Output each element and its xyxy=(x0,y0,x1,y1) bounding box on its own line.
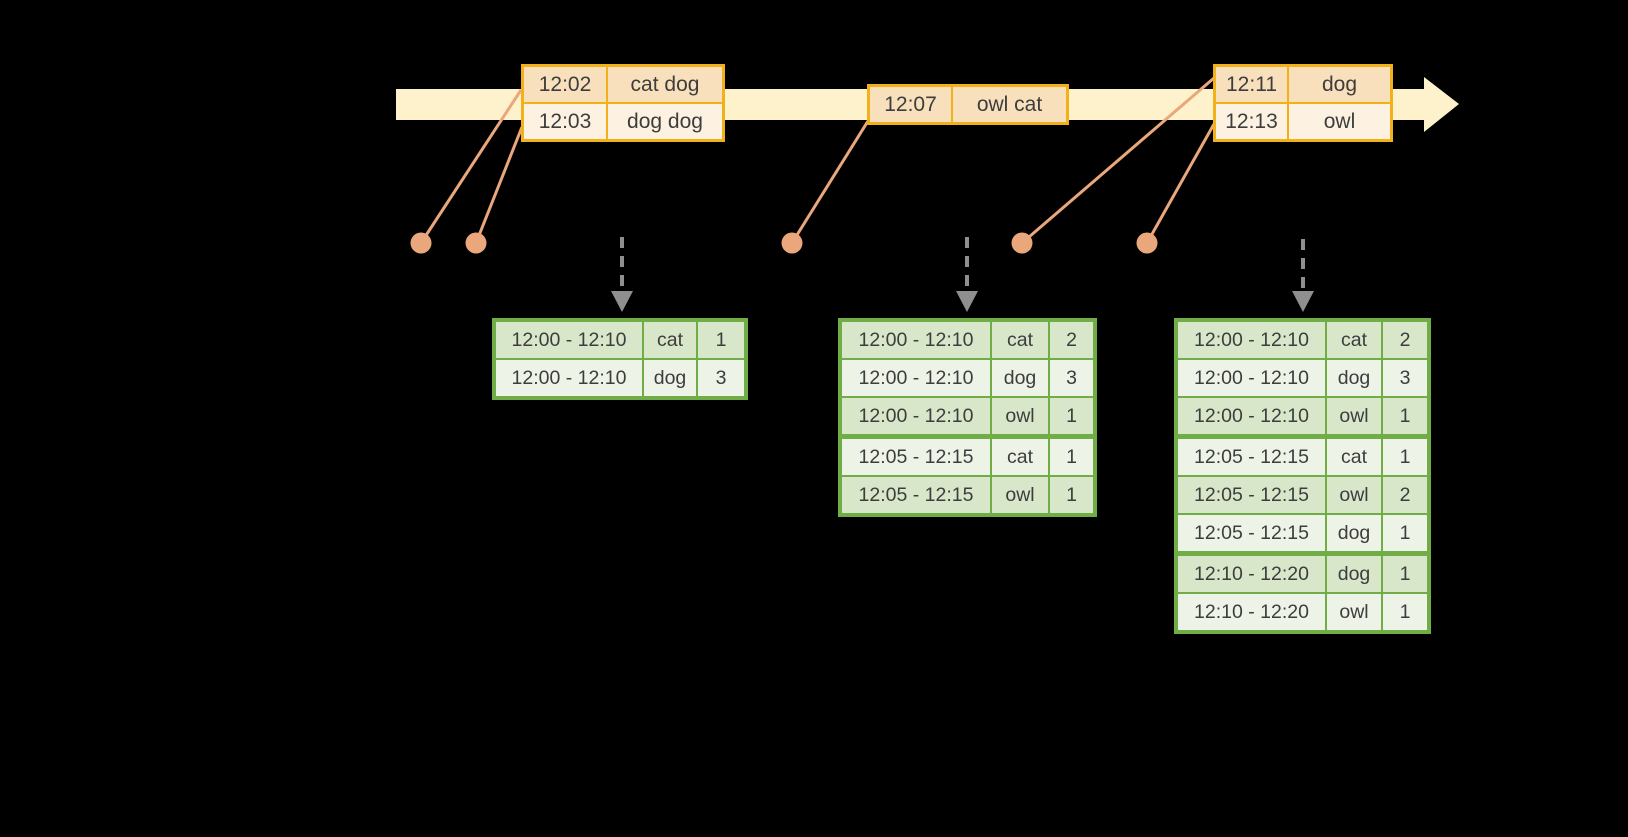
table-row: 12:00 - 12:10 owl 1 xyxy=(842,398,1093,434)
window-cell: 12:05 - 12:15 xyxy=(842,439,990,475)
event-time: 12:03 xyxy=(524,104,606,139)
count-cell: 1 xyxy=(1383,439,1427,475)
event-box-3: 12:11 dog 12:13 owl xyxy=(1213,64,1393,142)
word-cell: cat xyxy=(644,322,696,358)
window-cell: 12:00 - 12:10 xyxy=(496,322,642,358)
word-cell: cat xyxy=(992,322,1048,358)
word-cell: dog xyxy=(644,360,696,396)
event-box-1: 12:02 cat dog 12:03 dog dog xyxy=(521,64,725,142)
event-connector-lines xyxy=(419,76,1216,245)
table-row: 12:00 - 12:10 cat 1 xyxy=(496,322,744,358)
event-time: 12:02 xyxy=(524,67,606,102)
event-row: 12:07 owl cat xyxy=(870,87,1066,122)
count-cell: 2 xyxy=(1383,477,1427,513)
count-cell: 1 xyxy=(1383,594,1427,630)
table-row: 12:00 - 12:10 dog 3 xyxy=(496,360,744,396)
word-cell: dog xyxy=(1327,515,1381,551)
word-cell: cat xyxy=(1327,322,1381,358)
event-words: owl xyxy=(1289,104,1390,139)
word-cell: owl xyxy=(1327,594,1381,630)
table-row: 12:05 - 12:15 cat 1 xyxy=(1178,439,1427,475)
word-cell: cat xyxy=(1327,439,1381,475)
event-box-2: 12:07 owl cat xyxy=(867,84,1069,125)
window-cell: 12:05 - 12:15 xyxy=(1178,439,1325,475)
window-cell: 12:00 - 12:10 xyxy=(1178,322,1325,358)
event-connector-line xyxy=(419,89,523,244)
event-time: 12:11 xyxy=(1216,67,1287,102)
event-words: dog xyxy=(1289,67,1390,102)
event-row: 12:11 dog xyxy=(1216,67,1390,102)
event-dot-icon xyxy=(1011,232,1033,254)
count-cell: 3 xyxy=(1050,360,1093,396)
event-dot-icon xyxy=(1136,232,1158,254)
event-connector-line xyxy=(1021,76,1215,245)
word-cell: dog xyxy=(992,360,1048,396)
count-cell: 1 xyxy=(1383,556,1427,592)
window-cell: 12:00 - 12:10 xyxy=(842,360,990,396)
count-cell: 2 xyxy=(1050,322,1093,358)
window-cell: 12:05 - 12:15 xyxy=(842,477,990,513)
count-cell: 3 xyxy=(698,360,744,396)
word-cell: dog xyxy=(1327,556,1381,592)
window-cell: 12:00 - 12:10 xyxy=(1178,360,1325,396)
down-arrow-icon xyxy=(611,291,633,312)
event-time: 12:07 xyxy=(870,87,951,122)
count-cell: 3 xyxy=(1383,360,1427,396)
table-row: 12:00 - 12:10 owl 1 xyxy=(1178,398,1427,434)
event-words: owl cat xyxy=(953,87,1066,122)
word-cell: dog xyxy=(1327,360,1381,396)
table-row: 12:10 - 12:20 owl 1 xyxy=(1178,594,1427,630)
event-words: cat dog xyxy=(608,67,722,102)
table-row: 12:05 - 12:15 owl 1 xyxy=(842,477,1093,513)
table-row: 12:10 - 12:20 dog 1 xyxy=(1178,556,1427,592)
count-cell: 1 xyxy=(1050,477,1093,513)
window-cell: 12:05 - 12:15 xyxy=(1178,515,1325,551)
count-cell: 2 xyxy=(1383,322,1427,358)
event-dots xyxy=(410,232,1158,254)
trigger-arrowheads xyxy=(611,291,1314,312)
event-row: 12:13 owl xyxy=(1216,104,1390,139)
down-arrow-icon xyxy=(956,291,978,312)
table-row: 12:00 - 12:10 cat 2 xyxy=(842,322,1093,358)
table-row: 12:00 - 12:10 cat 2 xyxy=(1178,322,1427,358)
word-cell: owl xyxy=(1327,398,1381,434)
count-cell: 1 xyxy=(1383,398,1427,434)
result-table-1: 12:00 - 12:10 cat 1 12:00 - 12:10 dog 3 xyxy=(492,318,748,400)
trigger-arrows xyxy=(620,237,1305,293)
table-row: 12:00 - 12:10 dog 3 xyxy=(1178,360,1427,396)
event-connector-line xyxy=(790,120,870,244)
window-cell: 12:05 - 12:15 xyxy=(1178,477,1325,513)
count-cell: 1 xyxy=(1383,515,1427,551)
word-cell: owl xyxy=(1327,477,1381,513)
count-cell: 1 xyxy=(698,322,744,358)
event-dot-icon xyxy=(781,232,803,254)
event-dot-icon xyxy=(465,232,487,254)
table-row: 12:00 - 12:10 dog 3 xyxy=(842,360,1093,396)
event-row: 12:02 cat dog xyxy=(524,67,722,102)
count-cell: 1 xyxy=(1050,439,1093,475)
result-table-2: 12:00 - 12:10 cat 2 12:00 - 12:10 dog 3 … xyxy=(838,318,1097,517)
word-cell: owl xyxy=(992,477,1048,513)
event-connector-line xyxy=(474,126,524,244)
down-arrow-icon xyxy=(1292,291,1314,312)
word-cell: cat xyxy=(992,439,1048,475)
window-cell: 12:10 - 12:20 xyxy=(1178,594,1325,630)
event-dot-icon xyxy=(410,232,432,254)
event-words: dog dog xyxy=(608,104,722,139)
result-table-3: 12:00 - 12:10 cat 2 12:00 - 12:10 dog 3 … xyxy=(1174,318,1431,634)
window-cell: 12:00 - 12:10 xyxy=(842,398,990,434)
timeline-arrowhead-icon xyxy=(1424,77,1459,132)
window-cell: 12:00 - 12:10 xyxy=(1178,398,1325,434)
count-cell: 1 xyxy=(1050,398,1093,434)
window-cell: 12:00 - 12:10 xyxy=(842,322,990,358)
window-cell: 12:10 - 12:20 xyxy=(1178,556,1325,592)
event-row: 12:03 dog dog xyxy=(524,104,722,139)
table-row: 12:05 - 12:15 dog 1 xyxy=(1178,515,1427,551)
event-time: 12:13 xyxy=(1216,104,1287,139)
window-cell: 12:00 - 12:10 xyxy=(496,360,642,396)
word-cell: owl xyxy=(992,398,1048,434)
event-connector-line xyxy=(1145,123,1216,244)
table-row: 12:05 - 12:15 cat 1 xyxy=(842,439,1093,475)
table-row: 12:05 - 12:15 owl 2 xyxy=(1178,477,1427,513)
